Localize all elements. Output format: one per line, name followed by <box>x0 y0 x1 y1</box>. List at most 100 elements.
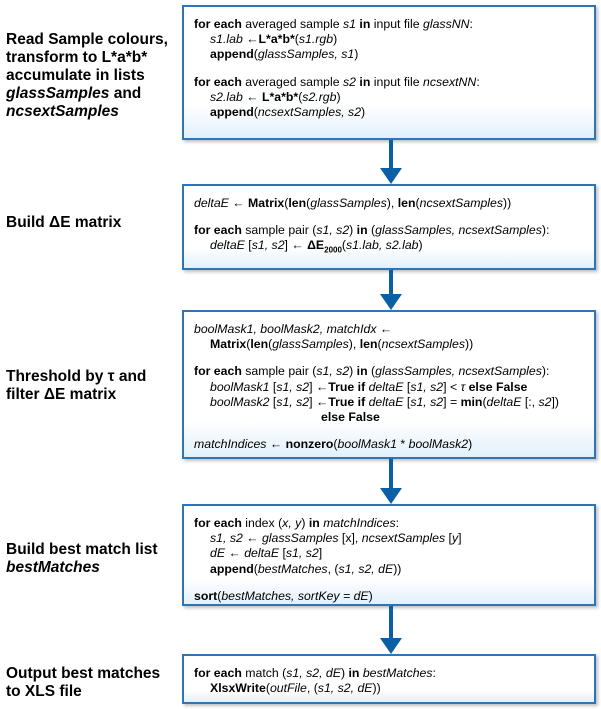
code-text: , ( <box>306 681 318 696</box>
code-text: )) <box>393 561 402 576</box>
code-text: ( <box>367 364 376 379</box>
keyword: len <box>397 196 416 210</box>
code-var: boolMask2 <box>210 394 270 409</box>
code-line: boolMask1 [s1, s2] ←True if deltaE [s1, … <box>194 380 584 395</box>
code-text: ( <box>253 561 258 576</box>
code-text: [ <box>445 531 452 546</box>
code-line: for each sample pair (s1, s2) in (glassS… <box>194 223 584 238</box>
code-text: [ <box>244 238 252 253</box>
keyword: in <box>356 17 371 31</box>
keyword: L*a*b* <box>258 32 295 47</box>
code-line: matchIndices ← nonzero(boolMask1 * boolM… <box>194 437 584 452</box>
code-var: boolMask2 <box>408 437 469 452</box>
code-line: else False <box>194 410 584 425</box>
code-var: deltaE <box>194 196 229 210</box>
code-text: ( <box>415 196 420 210</box>
code-text: ): <box>541 364 550 379</box>
code-text: match ( <box>241 666 287 680</box>
code-var: glassNN <box>423 17 470 31</box>
step-5-label-line: Output best matches <box>6 665 161 682</box>
code-var: bestMatches <box>362 666 433 680</box>
step-1-label-glassSamples: glassSamples <box>6 85 110 102</box>
code-text: ← <box>266 437 286 452</box>
keyword: len <box>250 337 269 352</box>
keyword: in <box>356 74 371 89</box>
keyword: in <box>308 516 320 530</box>
code-line: boolMask2 [s1, s2] ←True if deltaE [s1, … <box>194 395 584 410</box>
code-var: s1.lab, s2.lab <box>346 238 419 253</box>
code-line: boolMask1, boolMask2, matchIdx ← <box>194 322 584 337</box>
step-4-label-bestMatches: bestMatches <box>6 559 100 576</box>
code-text: ) <box>301 516 309 530</box>
code-var: glassSamples <box>272 337 349 352</box>
keyword: else False <box>468 379 528 394</box>
code-var: s1, s2, dE <box>317 681 373 696</box>
keyword: in <box>356 364 368 379</box>
code-var: y <box>451 531 459 546</box>
step-4-label-line: Build best match list <box>6 541 158 558</box>
step-5-code-box: for each match (s1, s2, dE) in bestMatch… <box>182 654 596 704</box>
code-text: ) <box>333 32 338 47</box>
code-text: )) <box>503 196 512 210</box>
code-line: dE ← deltaE [s1, s2] <box>194 546 584 561</box>
step-1-label-line: Read Sample colours, <box>6 31 168 48</box>
code-text: ( <box>268 337 273 352</box>
code-var: boolMask1 <box>210 379 270 394</box>
code-var: s1, s2 <box>276 379 310 394</box>
step-3-label: Threshold by τ and filter ΔE matrix <box>6 368 176 404</box>
code-text: [ <box>279 546 286 561</box>
code-var: τ <box>460 379 466 394</box>
code-text: ) <box>340 666 349 680</box>
step-1-label: Read Sample colours, transform to L*a*b*… <box>6 31 176 121</box>
code-text: ] <box>458 531 462 546</box>
code-var: deltaE <box>368 379 404 394</box>
code-text: ] ← <box>309 394 329 409</box>
code-line: s1, s2 ← glassSamples [x], ncsextSamples… <box>194 531 584 546</box>
step-4-label: Build best match list bestMatches <box>6 541 176 577</box>
code-text: ) <box>468 437 473 452</box>
code-line: for each averaged sample s1 in input fil… <box>194 17 584 32</box>
code-line: deltaE [s1, s2] ← ΔE2000(s1.lab, s2.lab) <box>194 238 584 254</box>
code-text: : <box>476 74 480 89</box>
step-1-label-ncsextSamples: ncsextSamples <box>6 103 119 120</box>
keyword: L*a*b* <box>261 89 299 104</box>
code-var: ncsextSamples <box>361 531 446 546</box>
code-text: )) <box>465 337 474 352</box>
code-line: append(glassSamples, s1) <box>194 47 584 62</box>
code-text: ( <box>298 89 303 104</box>
code-var: s1, s2 <box>410 394 444 409</box>
code-var: s1, s2 <box>410 379 444 394</box>
code-text: averaged sample <box>241 17 344 31</box>
keyword: XlsxWrite <box>210 681 266 696</box>
code-var: s1.rgb <box>298 32 334 47</box>
code-var: ncsextSamples <box>381 337 465 352</box>
keyword: True if <box>328 379 366 394</box>
step-3-label-line: filter ΔE matrix <box>6 386 117 403</box>
keyword: for each <box>194 17 242 31</box>
flow-arrow-2 <box>380 270 402 310</box>
code-text: ]) <box>551 394 560 409</box>
keyword: for each <box>194 666 242 680</box>
code-var: glassSamples <box>261 531 339 546</box>
keyword: in <box>356 223 368 238</box>
code-var: bestMatches, sortKey = dE <box>221 588 369 603</box>
step-5-label: Output best matches to XLS file <box>6 665 176 701</box>
code-text: ( <box>367 223 376 238</box>
code-var: glassSamples <box>310 196 387 210</box>
code-var: s1, s2, dE <box>286 666 341 680</box>
code-text: ( <box>246 337 251 352</box>
code-var: glassSamples, s1 <box>257 47 355 62</box>
keyword: for each <box>194 364 242 379</box>
step-2-label: Build ΔE matrix <box>6 214 122 231</box>
code-var: s2.lab <box>210 89 243 104</box>
code-text: sample pair ( <box>241 223 317 238</box>
code-text: : <box>395 516 400 530</box>
code-text: ) <box>418 238 423 253</box>
code-text: ) <box>349 364 357 379</box>
code-text: * <box>397 437 409 452</box>
code-var: s2 <box>343 74 357 89</box>
code-var: ncsextSamples <box>419 196 504 210</box>
keyword: in <box>348 666 360 680</box>
code-line: sort(bestMatches, sortKey = dE) <box>194 589 584 604</box>
code-text: )) <box>372 681 381 696</box>
